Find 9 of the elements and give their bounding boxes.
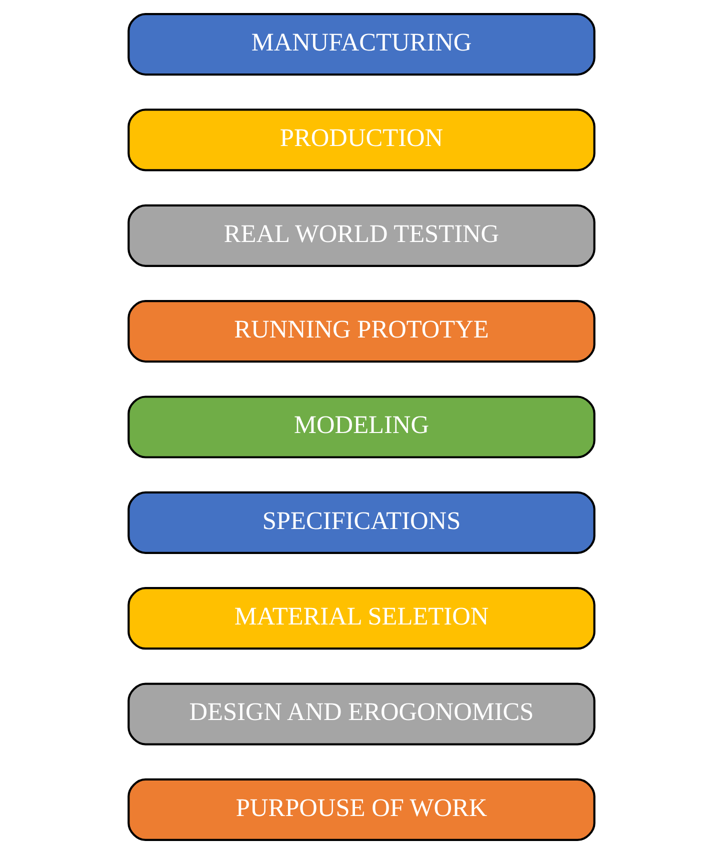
node-box: MATERIAL SELETION [128, 587, 596, 650]
node-box: MANUFACTURING [128, 12, 596, 76]
node-box: RUNNING PROTOTYE [128, 300, 596, 363]
node-box: SPECIFICATIONS [128, 491, 596, 554]
node-box: MODELING [128, 396, 596, 458]
node-box: REAL WORLD TESTING [128, 204, 596, 267]
node-box: PRODUCTION [128, 108, 596, 172]
node-box: PURPOUSE OF WORK [128, 778, 596, 842]
node-box: DESIGN AND EROGONOMICS [128, 682, 596, 746]
